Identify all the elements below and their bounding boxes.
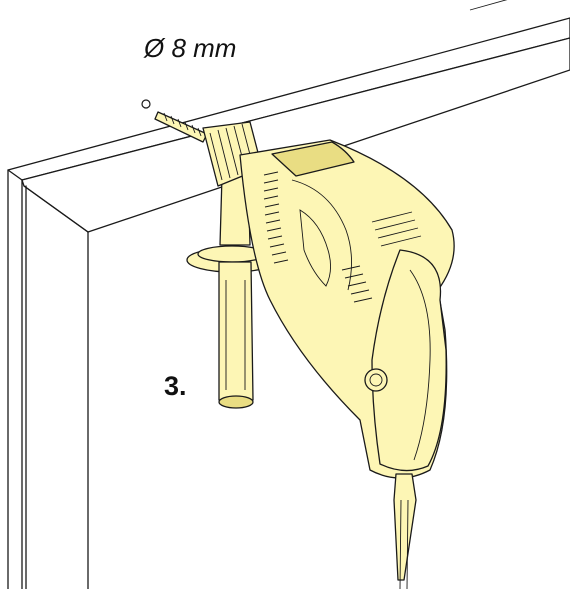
drill-hole-marker (141, 99, 151, 109)
wall-panel (7, 0, 570, 589)
hammer-drill (186, 121, 455, 479)
step-number-label: 3. (164, 371, 187, 401)
power-cord (393, 473, 417, 589)
front-vents (263, 171, 289, 264)
drill-bit-diameter-label: Ø 8 mm (143, 33, 236, 63)
drill-bit (154, 111, 208, 143)
